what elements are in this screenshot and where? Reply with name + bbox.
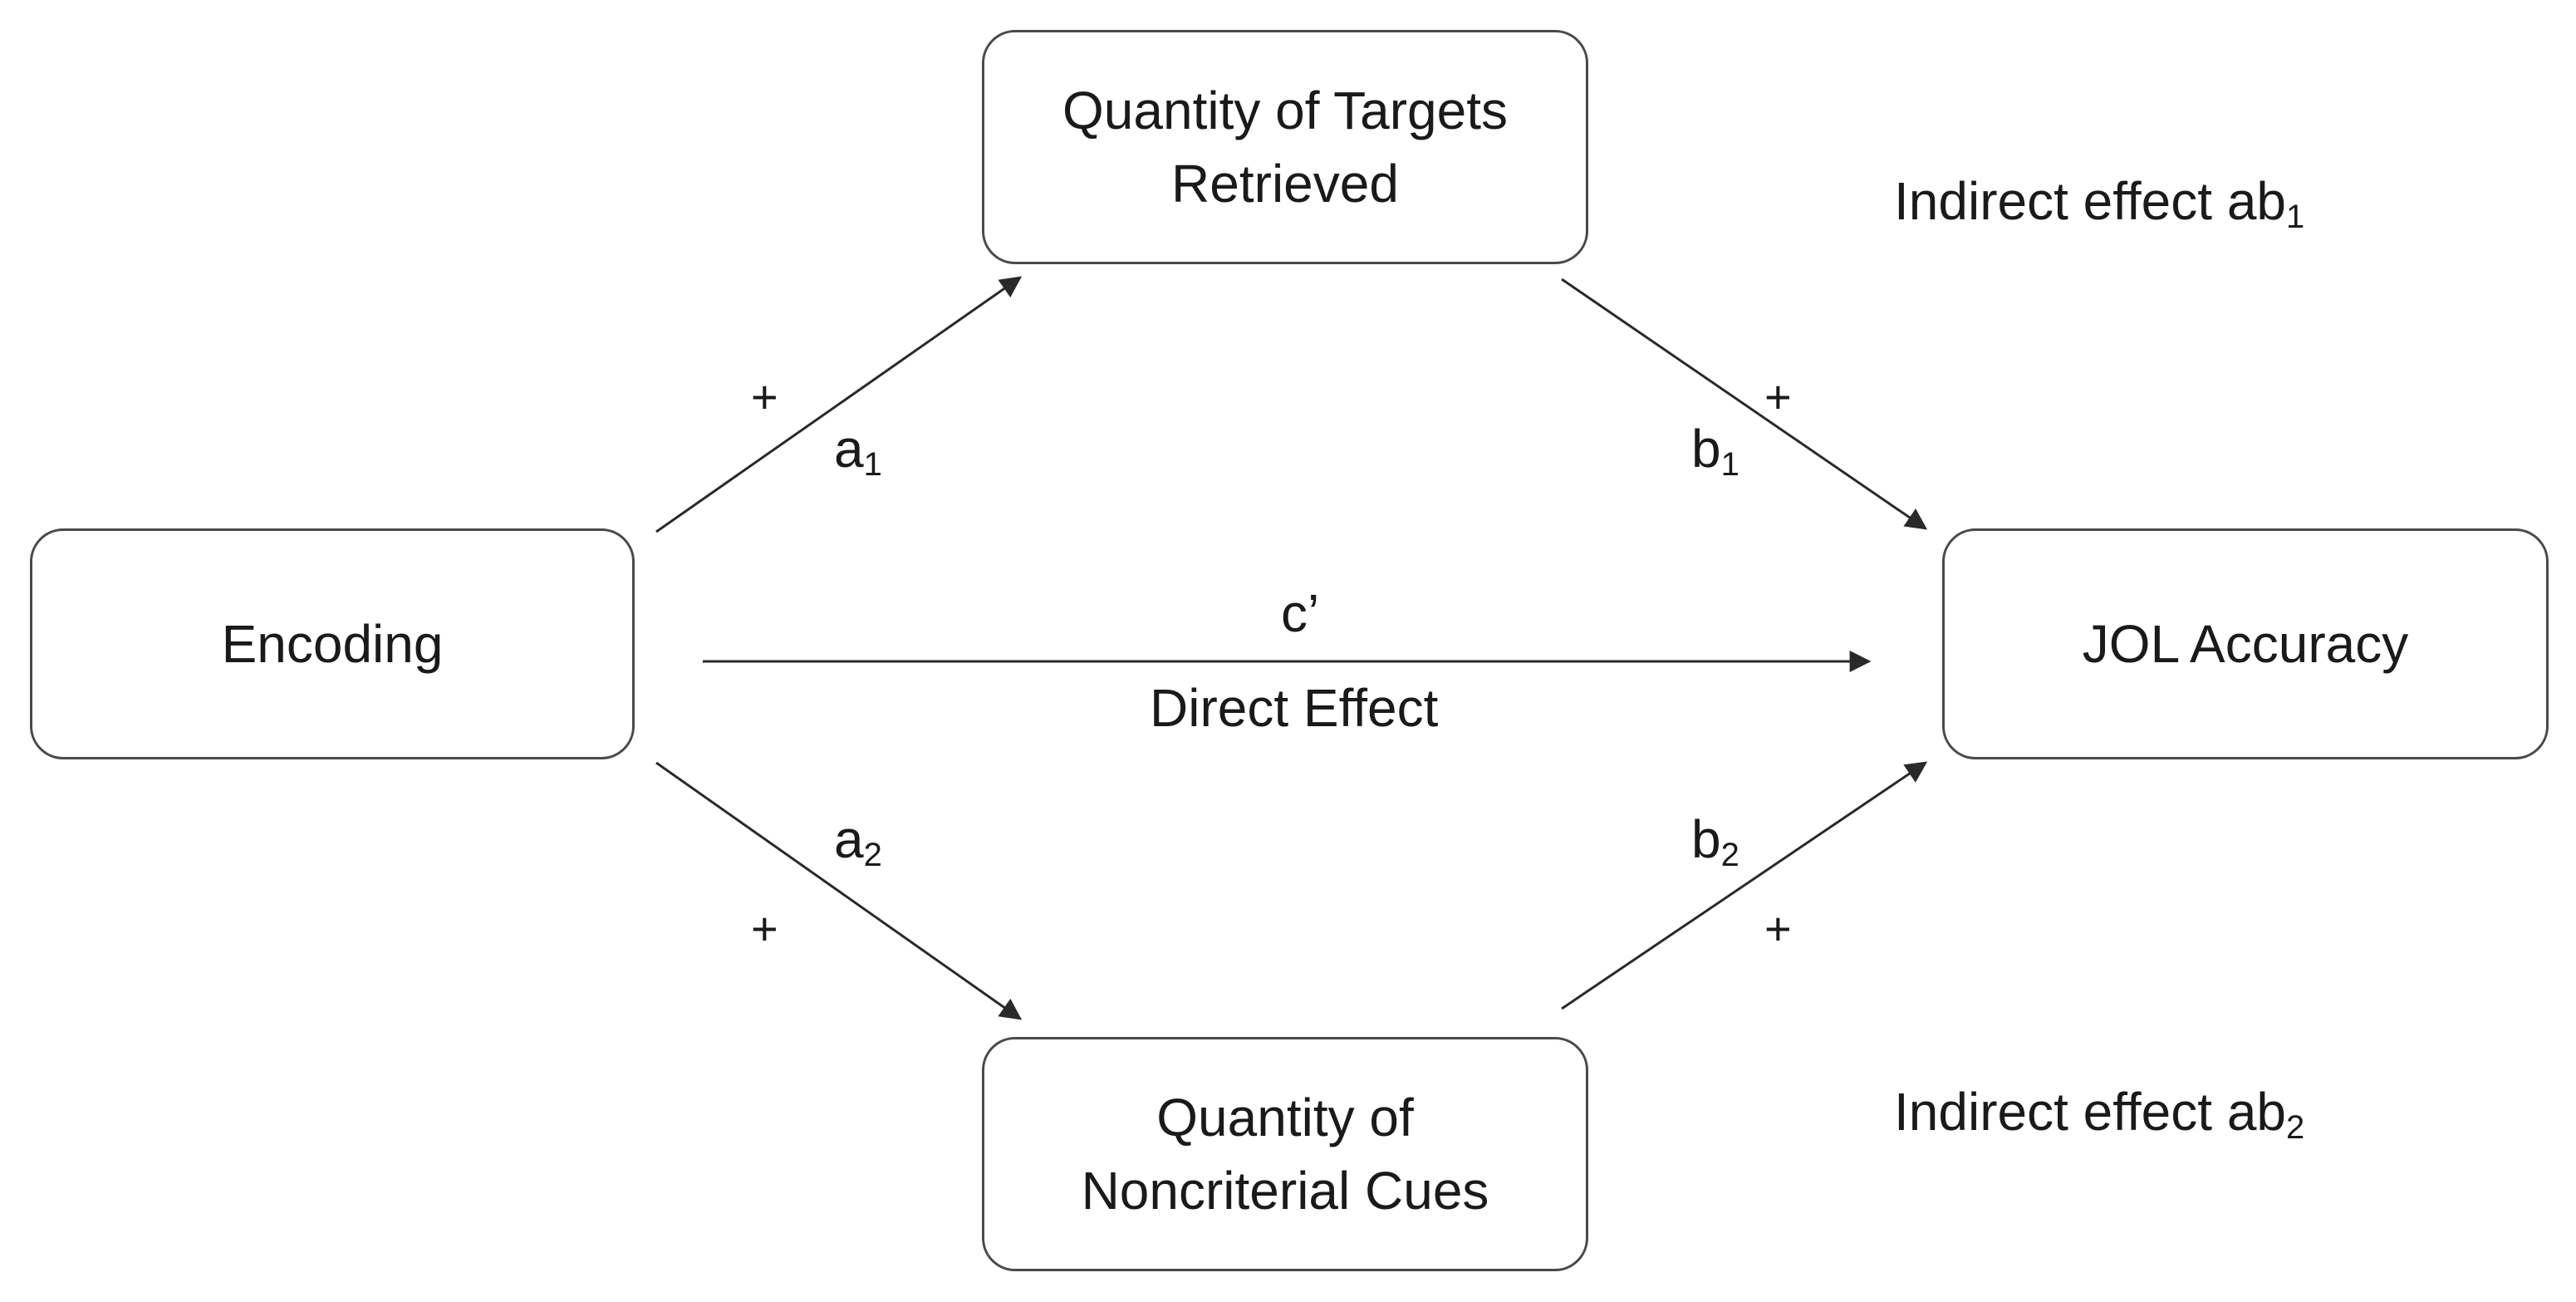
node-jol-label: JOL Accuracy [2082, 614, 2409, 674]
arrow-encoding-to-cues [655, 761, 1023, 1020]
sign-a1: + [751, 371, 778, 423]
label-a1: a1 [834, 419, 882, 483]
label-direct-effect: Direct Effect [1150, 678, 1439, 738]
node-encoding: Encoding [30, 528, 635, 759]
label-a2: a2 [834, 809, 882, 873]
node-cues-line2: Noncriterial Cues [1081, 1161, 1489, 1221]
node-encoding-label: Encoding [221, 614, 444, 674]
label-c-prime: c’ [1281, 583, 1320, 643]
label-indirect-ab2: Indirect effect ab2 [1894, 1082, 2305, 1146]
node-noncriterial-cues: Quantity of Noncriterial Cues [982, 1037, 1588, 1271]
arrow-encoding-to-targets [655, 276, 1023, 533]
node-targets-line1: Quantity of Targets [1062, 81, 1508, 140]
label-b1: b1 [1691, 419, 1739, 483]
arrow-targets-to-jol [1561, 278, 1928, 530]
arrow-cues-to-jol [1561, 761, 1928, 1010]
sign-a2: + [751, 902, 778, 955]
node-targets-line2: Retrieved [1171, 154, 1399, 214]
node-cues-line1: Quantity of [1156, 1088, 1414, 1147]
sign-b2: + [1764, 902, 1792, 955]
label-b2: b2 [1691, 809, 1739, 873]
sign-b1: + [1764, 371, 1792, 423]
node-targets-retrieved: Quantity of Targets Retrieved [982, 30, 1588, 264]
label-indirect-ab1: Indirect effect ab1 [1894, 171, 2305, 235]
node-jol-accuracy: JOL Accuracy [1942, 528, 2549, 759]
